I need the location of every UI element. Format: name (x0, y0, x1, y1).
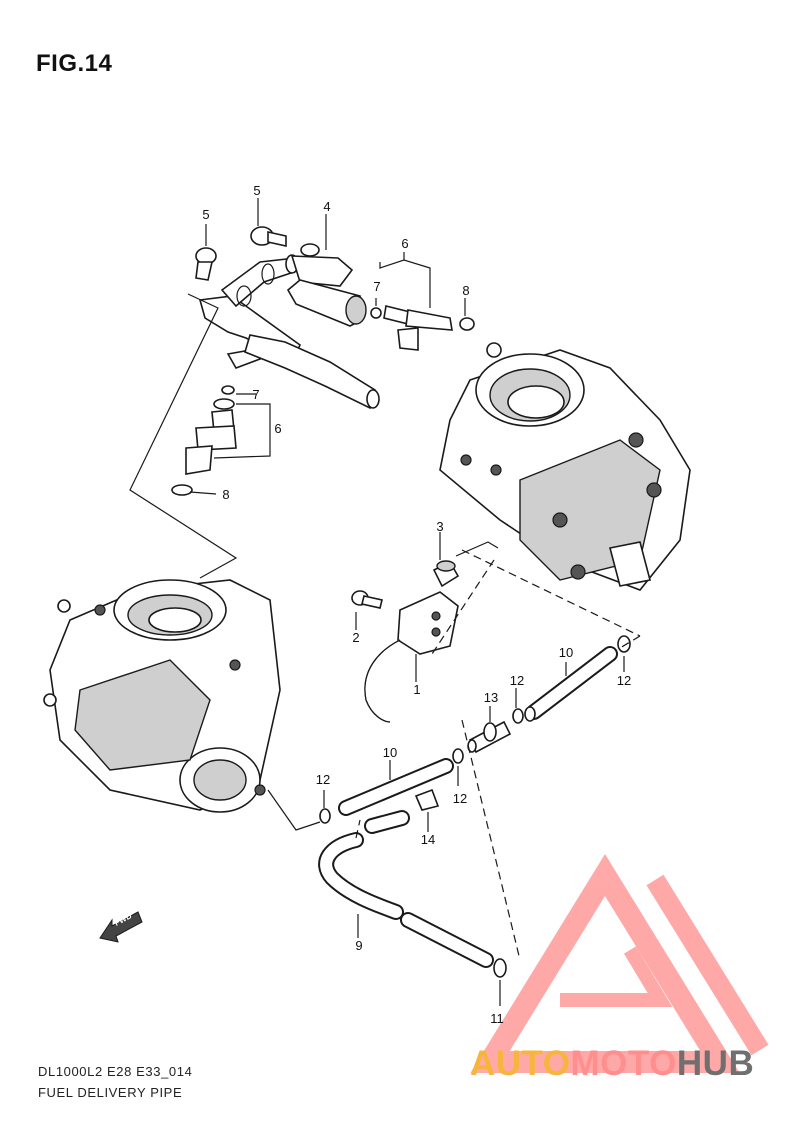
callout-3: 3 (436, 519, 444, 534)
clamp-12-d (319, 808, 331, 824)
injector-6-lower (171, 385, 237, 496)
callout-11: 11 (490, 1011, 504, 1026)
hose-10-right (524, 646, 618, 722)
callout-10a: 10 (558, 645, 574, 660)
callout-12d: 12 (452, 791, 468, 806)
watermark-logo (470, 854, 769, 1073)
callout-12b: 12 (616, 673, 632, 688)
clamp-11 (493, 958, 507, 978)
callout-13: 13 (483, 690, 499, 705)
fwd-arrow-icon (99, 911, 143, 943)
callout-7a: 7 (373, 279, 381, 294)
callout-1: 1 (413, 682, 421, 697)
hose-10-lower (338, 758, 454, 816)
bolt-5b (195, 247, 217, 281)
sensor-1 (364, 591, 459, 723)
clamp-12-b (512, 708, 524, 724)
callout-4: 4 (323, 199, 331, 214)
bolt-2 (351, 590, 383, 609)
callout-10b: 10 (382, 745, 398, 760)
callout-5b: 5 (202, 207, 210, 222)
cap-3 (432, 560, 460, 588)
callout-12a: 12 (509, 673, 525, 688)
watermark-auto: AUTO (470, 1044, 571, 1083)
watermark-moto: MOTO (570, 1044, 677, 1083)
callout-5a: 5 (253, 183, 261, 198)
callout-8a: 8 (462, 283, 470, 298)
joint-13 (467, 720, 512, 754)
callout-14: 14 (420, 832, 436, 847)
dashed-reference-lines (355, 549, 641, 961)
figure-title: FIG.14 (36, 50, 113, 77)
watermark-hub: HUB (676, 1044, 755, 1083)
callout-12c: 12 (315, 772, 331, 787)
bolt-5a (250, 226, 287, 247)
clamp-12-c (452, 748, 464, 764)
watermark-text: AUTOMOTOHUB (470, 1044, 754, 1084)
figure-caption: FUEL DELIVERY PIPE (38, 1085, 183, 1100)
callout-6a: 6 (401, 236, 409, 251)
clamp-12-a (617, 635, 631, 653)
callout-9: 9 (355, 938, 363, 953)
leader-lines (129, 198, 625, 1006)
hose-9 (318, 810, 494, 968)
figure-code: DL1000L2 E28 E33_014 (38, 1064, 193, 1079)
callout-2: 2 (352, 630, 360, 645)
throttle-body-right (439, 342, 691, 591)
callout-6b: 6 (274, 421, 282, 436)
part-4-sleeve (286, 243, 367, 327)
throttle-body-left (43, 579, 281, 813)
callout-8b: 8 (222, 487, 230, 502)
callout-7b: 7 (252, 387, 260, 402)
fuel-delivery-pipe (198, 254, 380, 410)
clip-14 (414, 788, 440, 811)
injector-6-upper (370, 305, 475, 351)
